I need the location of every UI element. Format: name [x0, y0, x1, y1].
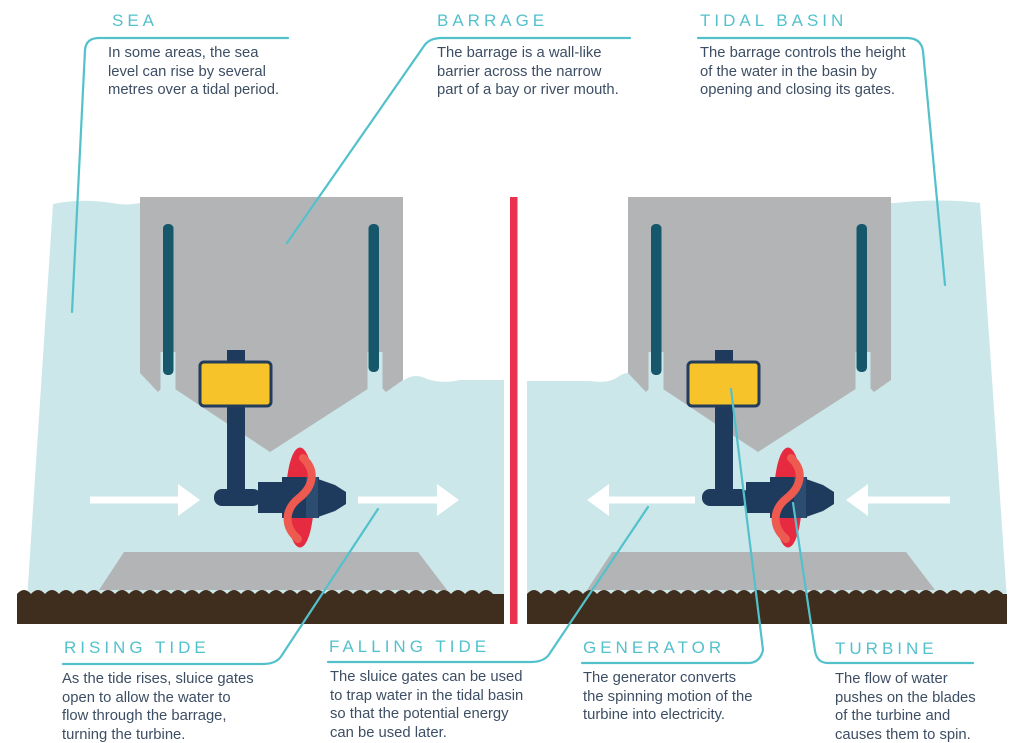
label-turbine-body: The flow of water pushes on the blades o… — [835, 670, 1015, 743]
label-falling-tide: FALLING TIDE — [329, 637, 490, 657]
flow-arrow-left-sea-icon — [587, 484, 695, 516]
barrage-title: BARRAGE — [437, 11, 549, 30]
label-falling-tide-body: The sluice gates can be used to trap wat… — [330, 668, 575, 742]
sea-water-right-panel — [527, 373, 628, 600]
generator-leader-line — [580, 387, 765, 665]
barrage-leader-line — [285, 36, 632, 245]
rising-tide-title: RISING TIDE — [64, 638, 210, 657]
label-rising-tide-body: As the tide rises, sluice gates open to … — [62, 670, 292, 743]
tidal-basin-leader-line — [696, 36, 947, 287]
label-generator-body: The generator converts the spinning moti… — [583, 669, 798, 725]
seabed-right — [527, 590, 1007, 624]
tidal-basin-description: The barrage controls the height of the w… — [700, 45, 906, 98]
rising-tide-description: As the tide rises, sluice gates open to … — [62, 671, 254, 743]
falling-tide-title: FALLING TIDE — [329, 637, 491, 656]
seabed-left — [17, 590, 504, 624]
falling-tide-description: The sluice gates can be used to trap wat… — [330, 669, 524, 741]
tidal-basin-title: TIDAL BASIN — [700, 11, 848, 30]
label-sea: SEA — [112, 11, 158, 31]
basin-water-left-panel — [403, 375, 504, 600]
generator-title: GENERATOR — [583, 638, 726, 657]
label-sea-body: In some areas, the sea level can rise by… — [108, 44, 313, 100]
generator-description: The generator converts the spinning moti… — [583, 670, 753, 723]
label-barrage-body: The barrage is a wall-like barrier acros… — [437, 44, 657, 100]
label-tidal-basin-body: The barrage controls the height of the w… — [700, 44, 950, 100]
flow-arrow-left-basin-icon — [846, 484, 950, 516]
turbine-description: The flow of water pushes on the blades o… — [835, 671, 976, 743]
label-generator: GENERATOR — [583, 638, 725, 658]
sea-title: SEA — [112, 11, 159, 30]
sea-leader-line — [70, 36, 290, 314]
barrage-description: The barrage is a wall-like barrier acros… — [437, 45, 619, 98]
turbine-leader-line — [791, 501, 975, 665]
foundation-slab-right — [587, 552, 935, 590]
label-turbine: TURBINE — [835, 639, 938, 659]
flow-arrow-right-basin-icon — [358, 484, 459, 516]
rising-tide-leader-line — [61, 507, 380, 666]
label-tidal-basin: TIDAL BASIN — [700, 11, 847, 31]
falling-tide-leader-line — [326, 505, 650, 664]
label-barrage: BARRAGE — [437, 11, 548, 31]
flow-arrow-right-sea-icon — [90, 484, 200, 516]
sea-description: In some areas, the sea level can rise by… — [108, 45, 280, 98]
foundation-slab-left — [99, 552, 447, 590]
panel-divider-line — [510, 197, 518, 624]
turbine-title: TURBINE — [835, 639, 938, 658]
label-rising-tide: RISING TIDE — [64, 638, 210, 658]
